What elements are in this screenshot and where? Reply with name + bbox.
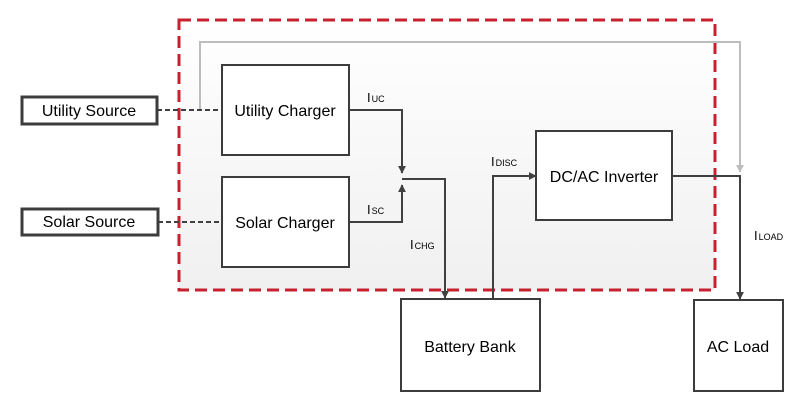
battery-bank-label: Battery Bank <box>424 339 517 356</box>
solar-charger-box: Solar Charger <box>221 176 350 268</box>
utility-source-label: Utility Source <box>42 103 136 120</box>
inverter-box: DC/AC Inverter <box>535 130 673 221</box>
ichg-wire <box>402 178 449 299</box>
solar-source-label: Solar Source <box>43 214 136 231</box>
iload-wire <box>672 175 744 300</box>
idisc-wire <box>492 172 537 298</box>
iuc-wire <box>349 109 406 174</box>
iuc-label: IUC <box>367 90 385 105</box>
battery-bank-box: Battery Bank <box>400 298 541 392</box>
ac-bypass-line <box>199 41 744 173</box>
iload-label: ILOAD <box>754 228 784 243</box>
solar-charger-label: Solar Charger <box>235 215 335 232</box>
isc-wire <box>349 184 406 223</box>
solar-source-box: Solar Source <box>20 207 160 237</box>
isc-label: ISC <box>367 202 385 217</box>
ichg-label: ICHG <box>410 237 435 252</box>
utility-source-box: Utility Source <box>20 95 159 126</box>
idisc-label: IDISC <box>491 154 518 169</box>
inverter-label: DC/AC Inverter <box>550 169 659 186</box>
ac-load-label: AC Load <box>707 339 769 356</box>
ac-load-box: AC Load <box>693 299 784 392</box>
utility-charger-box: Utility Charger <box>221 64 350 156</box>
utility-charger-label: Utility Charger <box>234 103 336 120</box>
